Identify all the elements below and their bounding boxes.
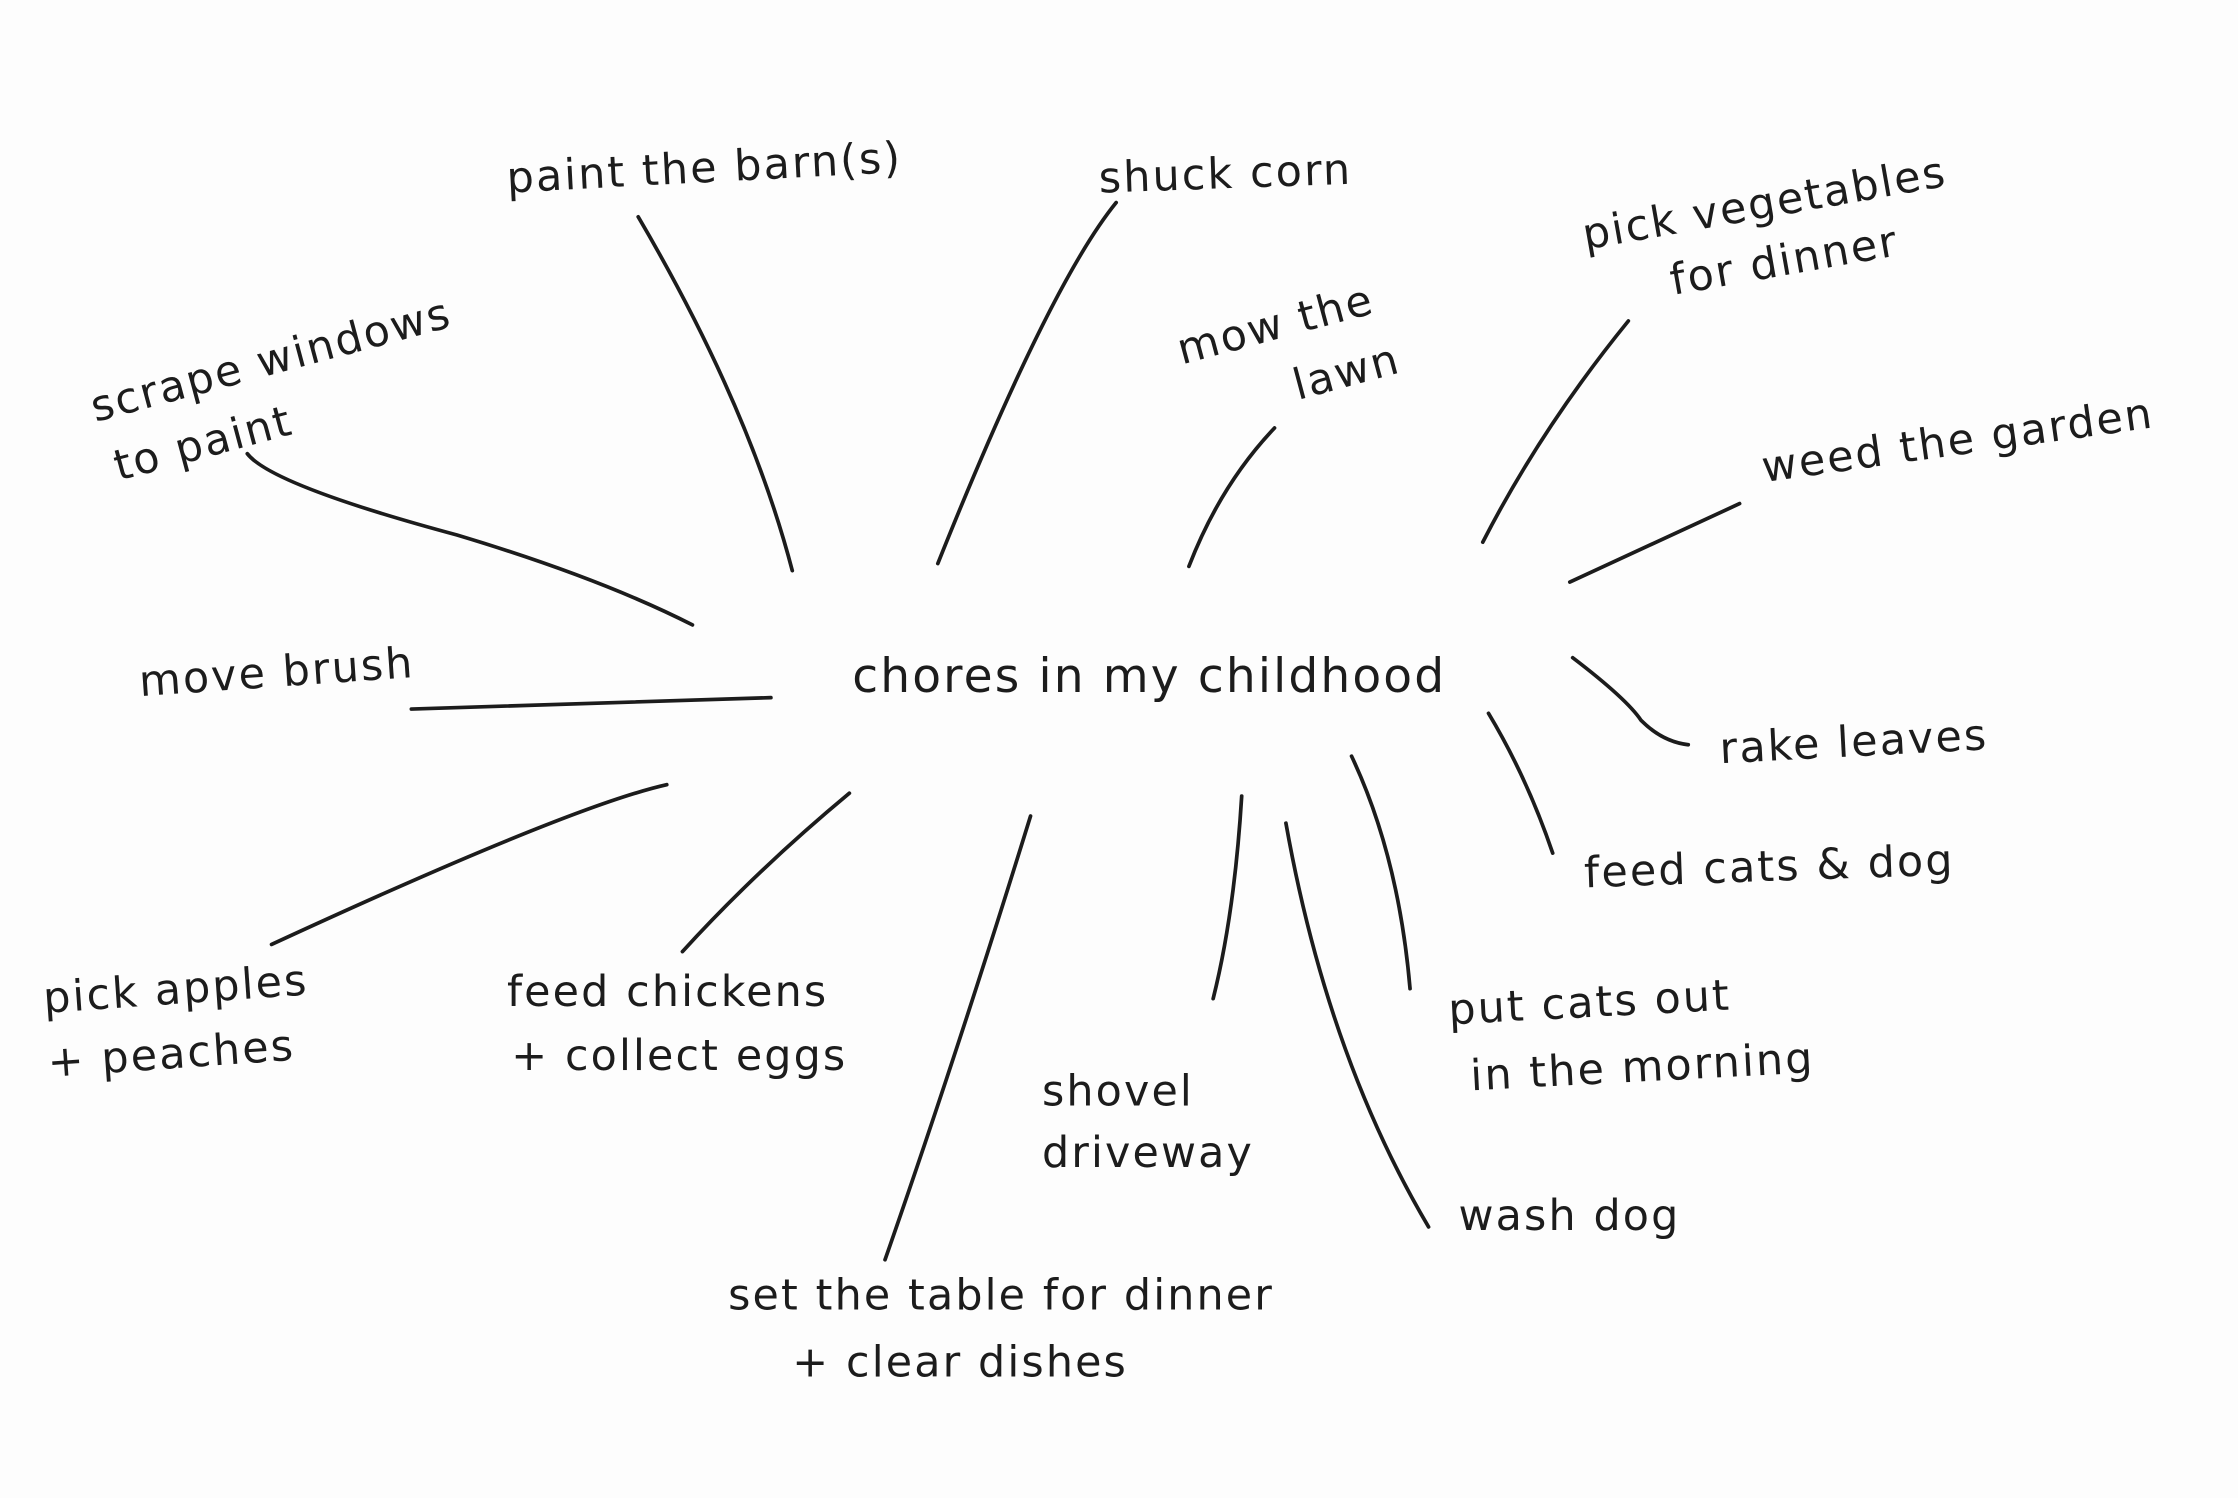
node-text: feed cats & dog [1583, 835, 1955, 898]
node-text: shuck corn [1098, 145, 1353, 204]
line-move-brush [409, 695, 773, 711]
line-paint-barn [636, 214, 795, 573]
line-shuck-corn [935, 200, 1119, 566]
line-set-table [883, 814, 1033, 1262]
line-feed-chickens [680, 791, 852, 954]
node-text: + peaches [46, 1021, 297, 1088]
node-wash-dog: wash dog [1459, 1191, 1681, 1241]
line-rake-leaves [1570, 655, 1691, 747]
node-text: set the table for dinner [728, 1271, 1274, 1321]
node-text: wash dog [1459, 1191, 1681, 1241]
node-weed-garden: weed the garden [1759, 388, 2157, 493]
line-wash-dog [1284, 821, 1431, 1229]
node-text: + collect eggs [511, 1031, 847, 1081]
node-mow-lawn: mow the lawn [1172, 275, 1406, 411]
node-text: weed the garden [1759, 388, 2157, 493]
line-mow-lawn [1187, 426, 1277, 569]
node-text: feed chickens [507, 967, 828, 1017]
node-text: lawn [1288, 334, 1406, 410]
node-text: paint the barn(s) [505, 133, 903, 204]
node-feed-cats-dog: feed cats & dog [1583, 835, 1955, 898]
node-shuck-corn: shuck corn [1098, 145, 1353, 204]
connector-lines [245, 200, 1742, 1262]
center-topic: chores in my childhood [852, 649, 1446, 704]
line-weed-garden [1567, 501, 1742, 584]
node-text: rake leaves [1718, 710, 1989, 774]
line-pick-vegetables [1480, 319, 1631, 544]
line-feed-cats-dog [1486, 711, 1555, 856]
line-scrape-windows [245, 451, 695, 627]
line-pick-apples [269, 782, 669, 947]
node-text: move brush [137, 638, 416, 707]
node-rake-leaves: rake leaves [1718, 710, 1989, 774]
node-put-cats-out: put cats out in the morning [1447, 971, 1816, 1102]
node-text: + clear dishes [792, 1338, 1128, 1388]
node-shovel-driveway: shovel driveway [1042, 1067, 1254, 1178]
node-move-brush: move brush [137, 638, 416, 707]
line-put-cats-out [1349, 754, 1412, 991]
node-text: in the morning [1469, 1033, 1816, 1101]
node-text: shovel [1042, 1067, 1194, 1117]
node-pick-vegetables: pick vegetables for dinner [1579, 147, 1951, 306]
node-pick-apples: pick apples + peaches [42, 955, 310, 1088]
node-feed-chickens: feed chickens + collect eggs [507, 967, 847, 1081]
node-text: put cats out [1447, 971, 1732, 1036]
node-set-table: set the table for dinner + clear dishes [728, 1271, 1274, 1388]
node-paint-barn: paint the barn(s) [505, 133, 903, 204]
node-text: driveway [1042, 1128, 1254, 1178]
line-shovel-driveway [1211, 794, 1244, 1001]
node-text: pick apples [42, 955, 310, 1023]
node-scrape-windows: scrape windows to paint [85, 288, 457, 491]
